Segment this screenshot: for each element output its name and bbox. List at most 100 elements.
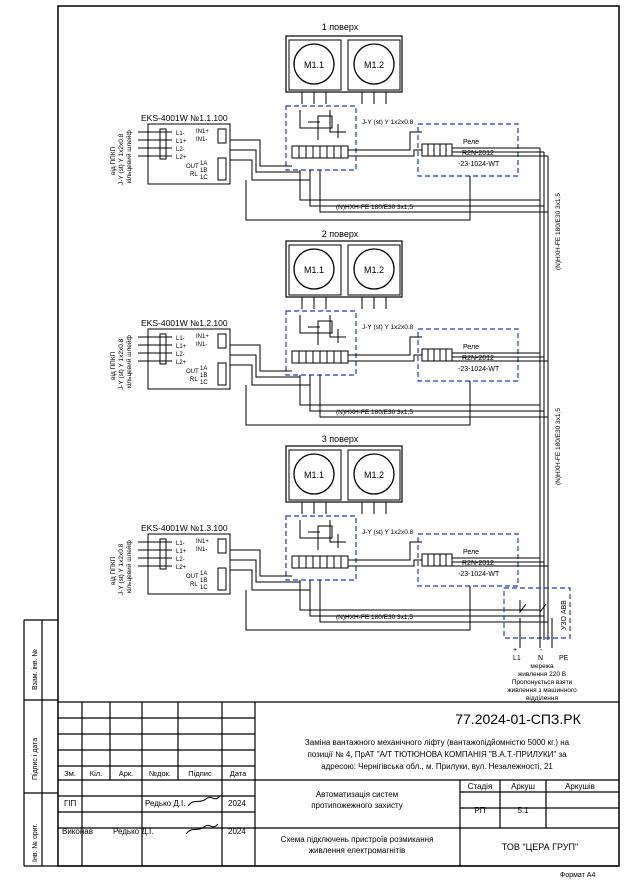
supply-terminal: L1 [513,655,521,662]
svg-text:Пропонується взяти: Пропонується взяти [512,679,573,686]
sheet-title: Схема підключень пристроїв розмикання [281,835,434,844]
svg-text:мережа: мережа [530,663,554,670]
terminal-label: L2- [176,352,185,358]
terminal-label: RL [190,377,198,383]
relay-model: R2N-2012 [462,560,494,567]
jy-cable-label: J-Y (st) Y 1x2x0.8 [362,529,414,536]
terminal-label: RL [190,172,198,178]
relay-model: -23-1024-WT [458,161,500,168]
col-header: №док. [149,769,171,778]
svg-text:кільцевий шлейф: кільцевий шлейф [125,129,133,183]
svg-text:живлення з машинного: живлення з машинного [507,687,577,694]
terminal-label: 1C [200,380,208,386]
terminal-labels-floor-2: L1- L1+ L2- L2+ IN1+ IN1- 1A 1B 1C OUT R… [176,334,209,386]
motor-label: M1.1 [304,60,324,70]
terminal-label: OUT [186,369,199,375]
module-label: EKS-4001W №1.3.100 [141,523,228,533]
terminal-label: L2- [176,557,185,563]
relay-name: Реле [463,344,479,351]
cable-label: (N)HXH-FE 180/E30 3x1,5 [336,204,413,211]
title-block: 77.2024-01-СПЗ.РК Заміна вантажного меха… [58,701,619,867]
terminal-label: IN1+ [196,129,209,135]
sheets-header: Аркушів [565,782,595,791]
riser-cable-label: (N)HXH-FE 180/E30 3x1,5 [555,408,562,485]
relay-model: -23-1024-WT [458,571,500,578]
signer-name: Редько Д.І. [113,827,153,836]
col-header: Кіл. [90,769,103,778]
col-header: Арк. [119,769,134,778]
terminal-label: L1- [176,336,185,342]
supply-plus: + [513,647,517,654]
motor-label: M1.2 [364,470,384,480]
col-header: Підпис [188,769,212,778]
description: позиції № 4, ПрАТ "А/Т ТЮТЮНОВА КОМПАНІЯ… [307,750,567,759]
signer-role: ГІП [64,799,77,808]
motor-label: M1.1 [304,265,324,275]
system-name: Автоматизація систем [316,790,398,799]
relay-model: R2N-2012 [462,355,494,362]
terminal-label: L1+ [176,549,187,555]
jy-cable-label: J-Y (st) Y 1x2x0.8 [362,119,414,126]
motor-label: M1.2 [364,265,384,275]
svg-text:J-Y (st) Y 1x2x0.8: J-Y (st) Y 1x2x0.8 [118,133,125,185]
terminal-label: L1+ [176,344,187,350]
riser-cable-label: (N)HXH-FE 180/E30 3x1,5 [555,193,562,270]
col-header: Дата [230,769,247,778]
terminal-label: L1- [176,541,185,547]
terminal-label: OUT [186,574,199,580]
relay-name: Реле [463,139,479,146]
company-name: ТОВ "ЦЕРА ГРУП" [502,842,578,852]
sheet-header: Аркуш [511,782,535,791]
signature [187,795,221,807]
svg-text:від ППКП: від ППКП [109,556,117,585]
svg-text:J-Y (st) Y 1x2x0.8: J-Y (st) Y 1x2x0.8 [118,338,125,390]
floor-1 [137,35,549,221]
terminal-label: L1- [176,131,185,137]
motor-label: M1.1 [304,470,324,480]
col-header: Зм. [64,769,76,778]
source-label-floor-2: від ППКП J-Y (st) Y 1x2x0.8 кільцевий шл… [109,334,133,390]
terminal-label: IN1- [196,547,207,553]
floor-2 [137,240,549,426]
terminal-labels-floor-3: L1- L1+ L2- L2+ IN1+ IN1- 1A 1B 1C OUT R… [176,539,209,591]
side-label: Взам. інв. № [31,649,39,690]
system-name: протипожежного захисту [311,801,403,810]
terminal-label: IN1- [196,137,207,143]
format-label: Формат А4 [560,872,595,879]
floor-title: 3 поверх [322,434,359,444]
supply-note: мережа живлення 220 В Пропонується взяти… [507,663,577,702]
svg-text:J-Y (st) Y 1x2x0.8: J-Y (st) Y 1x2x0.8 [118,543,125,595]
supply-terminal: N [538,655,543,662]
terminal-label: OUT [186,164,199,170]
cable-label: (N)HXH-FE 180/E30 3x1,5 [336,614,413,621]
side-label: Інв. № ориг. [32,824,39,862]
terminal-label: 1A [200,571,207,577]
svg-text:від ППКП: від ППКП [109,146,117,175]
terminal-label: 1B [200,578,207,584]
module-label: EKS-4001W №1.1.100 [141,113,228,123]
supply-minus: - [540,647,543,654]
terminal-label: 1C [200,175,208,181]
side-label: Підпис і дата [31,738,39,780]
terminal-label: IN1- [196,342,207,348]
module-label: EKS-4001W №1.2.100 [141,318,228,328]
terminal-label: L2- [176,147,185,153]
floor-3 [137,445,549,631]
signature [185,823,219,835]
terminal-label: L2+ [176,155,187,161]
terminal-labels-floor-1: L1- L1+ L2- L2+ IN1+ IN1- 1A 1B 1C OUT R… [176,129,209,181]
signer-role: Виконав [62,827,93,836]
stage-value: РП [474,806,485,815]
signer-date: 2024 [228,799,246,808]
relay-model: R2N-2012 [462,150,494,157]
svg-text:від ППКП: від ППКП [109,351,117,380]
terminal-label: 1B [200,168,207,174]
terminal-label: IN1+ [196,334,209,340]
sheet-title: живлення електромагнітів [309,846,406,855]
description: адресою: Чернігівська обл., м. Прилуки, … [321,762,553,771]
terminal-label: RL [190,582,198,588]
signer-name: Редько Д.І. [145,799,185,808]
sheet-value: 5.1 [517,806,529,815]
cable-label: (N)HXH-FE 180/E30 3x1,5 [336,409,413,416]
